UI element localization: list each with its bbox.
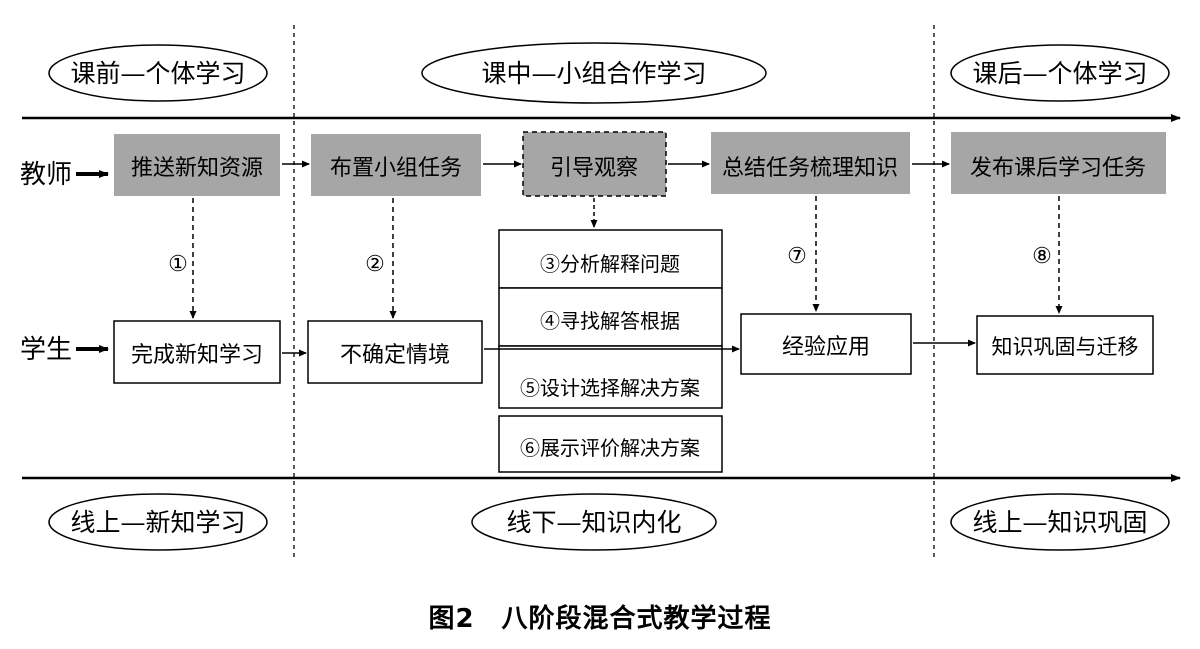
teacher-step-label: 推送新知资源 <box>131 156 263 181</box>
group-task-stack: ③分析解释问题 ④寻找解答根据 ⑤设计选择解决方案 ⑥展示评价解决方案 <box>498 229 723 473</box>
role-student-label: 学生 <box>20 335 72 365</box>
group-step-label: ④寻找解答根据 <box>540 309 680 333</box>
role-teacher-label: 教师 <box>20 160 72 190</box>
phase-before-class: 课前—个体学习 <box>48 44 268 102</box>
student-step-uncertain-situation: 不确定情境 <box>307 320 483 384</box>
group-step-label: ⑤设计选择解决方案 <box>520 376 700 400</box>
teacher-step-guide-observation: 引导观察 <box>522 131 667 197</box>
link-number-8: ⑧ <box>1032 244 1052 269</box>
teacher-step-assign-task: 布置小组任务 <box>311 134 481 196</box>
phase-offline-internalization: 线下—知识内化 <box>471 493 717 551</box>
phase-before-label: 课前—个体学习 <box>70 59 245 88</box>
phase-online2-label: 线上—知识巩固 <box>972 508 1147 537</box>
group-step-label: ⑥展示评价解决方案 <box>520 436 700 460</box>
student-step-label: 经验应用 <box>782 335 870 360</box>
teacher-step-label: 布置小组任务 <box>330 156 462 181</box>
phase-during-label: 课中—小组合作学习 <box>481 59 706 88</box>
teacher-step-label: 发布课后学习任务 <box>970 156 1146 181</box>
group-step-label: ③分析解释问题 <box>540 252 680 276</box>
phase-online-consolidation: 线上—知识巩固 <box>950 493 1170 551</box>
phase-after-class: 课后—个体学习 <box>950 44 1170 102</box>
link-number-2: ② <box>365 252 385 277</box>
student-step-apply-experience: 经验应用 <box>740 313 912 375</box>
group-step-box <box>498 287 723 347</box>
student-step-label: 知识巩固与迁移 <box>992 335 1139 359</box>
figure-caption: 图2 八阶段混合式教学过程 <box>428 604 772 634</box>
student-step-complete-learning: 完成新知学习 <box>113 320 281 384</box>
phase-after-label: 课后—个体学习 <box>972 59 1147 88</box>
teacher-step-summarize: 总结任务梳理知识 <box>711 132 910 194</box>
teacher-step-label: 引导观察 <box>550 156 638 181</box>
link-number-7: ⑦ <box>787 244 807 269</box>
link-number-1: ① <box>168 252 188 277</box>
phase-during-class: 课中—小组合作学习 <box>421 42 767 104</box>
student-step-consolidate-transfer: 知识巩固与迁移 <box>976 315 1154 375</box>
group-step-box <box>498 345 723 409</box>
student-step-label: 完成新知学习 <box>131 343 263 368</box>
group-step-box <box>498 229 723 289</box>
phase-online1-label: 线上—新知学习 <box>70 508 245 537</box>
group-step-box <box>498 415 723 473</box>
blended-teaching-diagram: 课前—个体学习 课中—小组合作学习 课后—个体学习 线上—新知学习 线下—知识内… <box>20 25 1181 560</box>
phase-online-new-knowledge: 线上—新知学习 <box>48 493 268 551</box>
teacher-step-post-homework: 发布课后学习任务 <box>951 132 1166 194</box>
teacher-step-label: 总结任务梳理知识 <box>722 156 898 181</box>
student-step-label: 不确定情境 <box>340 343 450 368</box>
phase-offline-label: 线下—知识内化 <box>506 508 681 537</box>
teacher-step-push-resources: 推送新知资源 <box>114 134 280 196</box>
